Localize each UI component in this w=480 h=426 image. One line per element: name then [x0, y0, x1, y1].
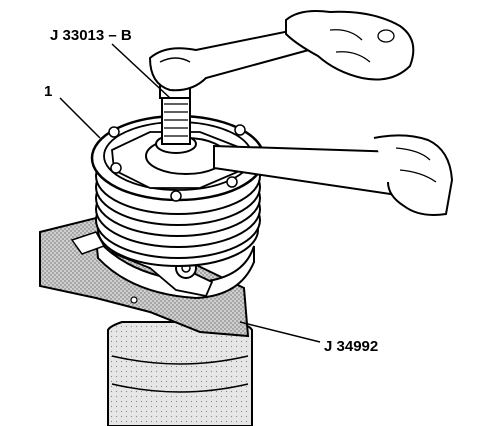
lower-hand [373, 134, 454, 216]
callout-item-1: 1 [44, 83, 52, 100]
upper-hand [285, 10, 415, 81]
compressor-body [107, 321, 253, 426]
callout-j34992: J 34992 [324, 338, 378, 355]
callout-j33013b: J 33013 – B [50, 27, 132, 44]
leader-lines [59, 43, 321, 343]
